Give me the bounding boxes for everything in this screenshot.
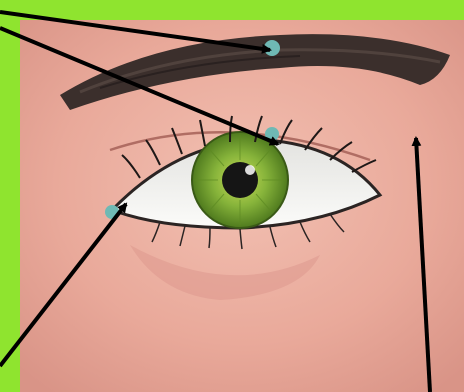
pupil-highlight <box>245 165 255 175</box>
